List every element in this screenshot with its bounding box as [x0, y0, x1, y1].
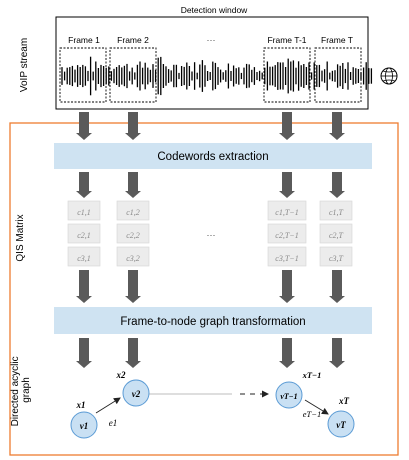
node-vt-label: vT: [336, 420, 346, 430]
edge-e1-label: e1: [109, 418, 118, 428]
frame-t-1-label: Frame T-1: [267, 35, 306, 45]
node-v2: [122, 379, 150, 407]
matrix-cell: [116, 246, 150, 267]
matrix-cell: [319, 246, 353, 267]
processing-region-border: [9, 122, 399, 456]
edge-et-1-label: eT−1: [303, 409, 322, 419]
matrix-cell-text: c1,1: [77, 208, 91, 217]
down-arrow: [279, 172, 295, 198]
matrix-ellipsis: ···: [207, 230, 216, 240]
frame-1-box: [59, 47, 107, 103]
down-arrow: [76, 338, 92, 368]
matrix-cell-text: c3,T−1: [275, 254, 298, 263]
down-arrow: [279, 270, 295, 303]
feature-xt-1-label: xT−1: [302, 370, 322, 380]
down-arrow: [76, 172, 92, 198]
down-arrow: [329, 172, 345, 198]
voip-stream-label: VoIP stream: [19, 38, 30, 92]
matrix-cell: [267, 223, 307, 244]
matrix-cell: [67, 200, 101, 221]
node-vt-1: [275, 381, 303, 409]
dag-label-line-1: Directed acyclic: [10, 356, 21, 426]
matrix-cell-text: c1,2: [126, 208, 140, 217]
audio-waveform: [61, 56, 373, 96]
frame-2-label: Frame 2: [117, 35, 149, 45]
codewords-extraction-label: Codewords extraction: [157, 151, 268, 163]
frames-ellipsis: ···: [207, 35, 216, 45]
down-arrow: [125, 112, 141, 140]
down-arrow: [329, 112, 345, 140]
down-arrow: [76, 270, 92, 303]
edge-v1-v2: [95, 397, 121, 414]
qis-matrix-label: QIS Matrix: [15, 214, 26, 261]
matrix-cell: [319, 223, 353, 244]
matrix-cell: [319, 200, 353, 221]
down-arrow: [125, 172, 141, 198]
down-arrow: [125, 338, 141, 368]
down-arrow: [279, 112, 295, 140]
matrix-cell-text: c2,1: [77, 231, 91, 240]
node-v2-label: v2: [132, 389, 141, 399]
codewords-extraction-band: [54, 143, 372, 169]
node-v1: [70, 411, 98, 439]
matrix-cell: [67, 223, 101, 244]
directed-acyclic-graph-label: Directed acyclic graph: [10, 354, 32, 427]
matrix-cell-text: c3,T: [329, 254, 344, 263]
matrix-cell: [116, 200, 150, 221]
edge-vt-1-vt: [304, 399, 329, 415]
node-v1-label: v1: [80, 421, 89, 431]
matrix-cell-text: c2,2: [126, 231, 140, 240]
frame-to-node-band: [54, 307, 372, 334]
frame-t-label: Frame T: [321, 35, 353, 45]
frame-t-box: [314, 47, 362, 103]
qis-matrix: c1,1 c2,1 c3,1 c1,2 c2,2 c3,2 c1,T−1 c2,…: [67, 200, 353, 267]
down-arrow: [76, 112, 92, 140]
network-globe-icon: [380, 67, 398, 85]
frame-to-node-label: Frame-to-node graph transformation: [120, 316, 305, 328]
matrix-cell-text: c2,T: [329, 231, 344, 240]
frame-t-1-box: [263, 47, 311, 103]
node-vt: [327, 410, 355, 438]
matrix-cell-text: c3,1: [77, 254, 91, 263]
down-arrow: [279, 338, 295, 368]
matrix-cell-text: c1,T−1: [275, 208, 298, 217]
down-arrow: [125, 270, 141, 303]
matrix-cell: [267, 200, 307, 221]
feature-xt-label: xT: [338, 396, 350, 406]
frame-1-label: Frame 1: [68, 35, 100, 45]
matrix-cell: [116, 223, 150, 244]
feature-x2-label: x2: [116, 370, 127, 380]
matrix-cell-text: c2,T−1: [275, 231, 298, 240]
detection-window-frame: [55, 16, 369, 110]
node-vt-1-label: vT−1: [280, 392, 297, 401]
matrix-cell-text: c1,T: [329, 208, 344, 217]
matrix-cell: [67, 246, 101, 267]
dag-label-line-2: graph: [21, 377, 32, 403]
down-arrow: [329, 338, 345, 368]
down-arrow: [329, 270, 345, 303]
matrix-cell: [267, 246, 307, 267]
frame-2-box: [109, 47, 157, 103]
feature-x1-label: x1: [76, 400, 86, 410]
detection-window-label: Detection window: [181, 5, 248, 15]
matrix-cell-text: c3,2: [126, 254, 140, 263]
flow-arrows: [76, 112, 345, 368]
